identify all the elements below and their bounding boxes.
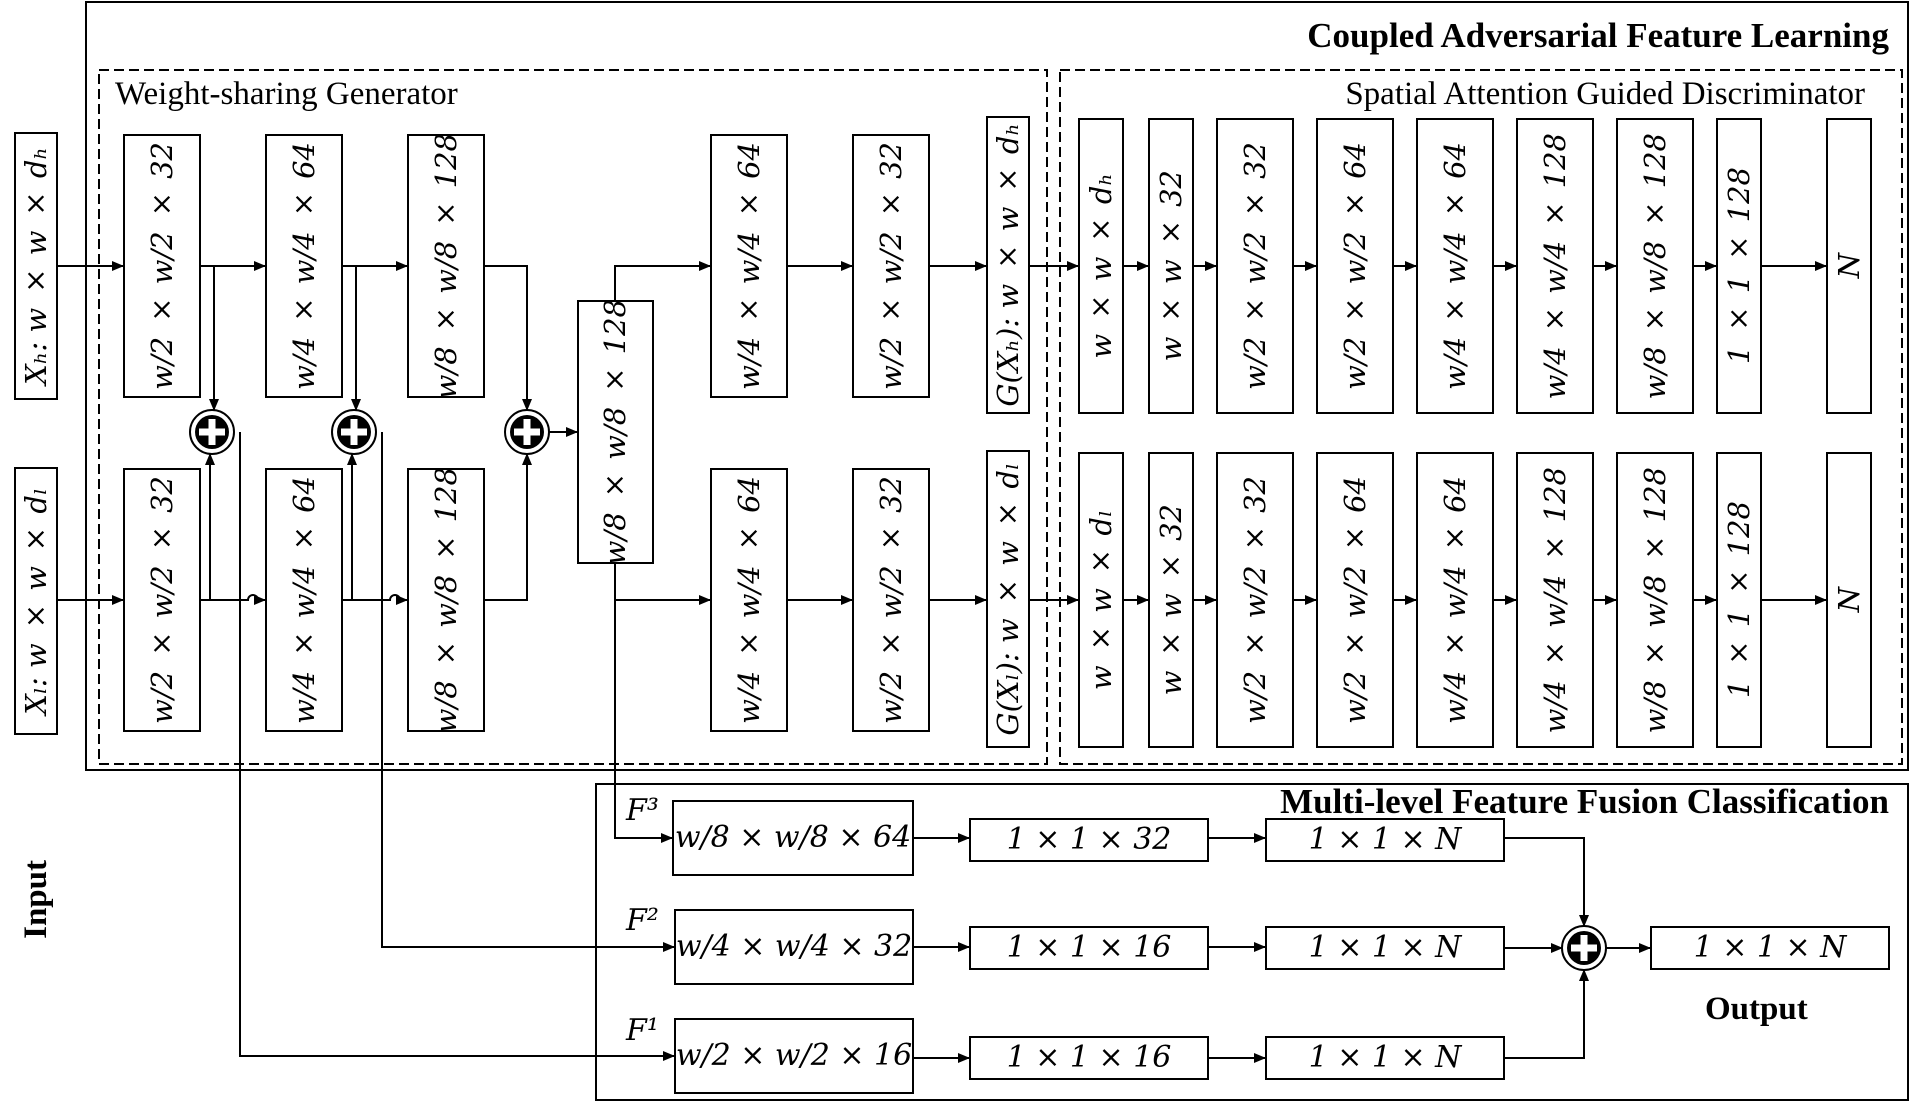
adder-level2-icon-plus-h — [341, 428, 367, 436]
gen-top-e2-box: w/4 × w/4 × 64 — [265, 134, 343, 398]
arrow-top-e3-to-adder3 — [485, 265, 532, 411]
adder-fusion-icon-plus-h — [1571, 944, 1597, 952]
arrow-bottom-e3-to-adder3 — [485, 453, 532, 601]
disc-top-box-6: w/4 × w/4 × 128 — [1516, 118, 1594, 414]
gen-bottom-e2-box: w/4 × w/4 × 64 — [265, 468, 343, 732]
arrow-mid-to-bottom-decoder — [614, 564, 711, 605]
disc-top-box-9: N — [1826, 118, 1872, 414]
fusion-r2-box-1: w/4 × w/4 × 32 — [674, 909, 914, 985]
disc-bottom-box-6: w/4 × w/4 × 128 — [1516, 452, 1594, 748]
fusion-frame — [595, 783, 1909, 1101]
gen-bottom-e3-box: w/8 × w/8 × 128 — [407, 468, 485, 732]
disc-bottom-box-7: w/8 × w/8 × 128 — [1616, 452, 1694, 748]
output-label: Output — [1705, 991, 1808, 1027]
disc-top-box-1: w × w × dₕ — [1078, 118, 1124, 414]
fusion-r3-box-1: w/8 × w/8 × 64 — [672, 800, 914, 876]
disc-top-box-8: 1 × 1 × 128 — [1716, 118, 1762, 414]
input-xl-box: Xₗ: w × w × dₗ — [14, 467, 58, 735]
gen-top-d1-box: w/2 × w/2 × 32 — [852, 134, 930, 398]
f3-label: F³ — [626, 793, 659, 828]
generator-dashed-frame — [98, 69, 1048, 765]
disc-top-box-2: w × w × 32 — [1148, 118, 1194, 414]
disc-top-box-5: w/4 × w/4 × 64 — [1416, 118, 1494, 414]
disc-bottom-box-2: w × w × 32 — [1148, 452, 1194, 748]
disc-bottom-box-4: w/2 × w/2 × 64 — [1316, 452, 1394, 748]
adder-level1-icon-plus-h — [199, 428, 225, 436]
disc-bottom-box-8: 1 × 1 × 128 — [1716, 452, 1762, 748]
gen-top-e1-box: w/2 × w/2 × 32 — [123, 134, 201, 398]
gen-output-gl-box: G(Xₗ): w × w × dₗ — [986, 450, 1030, 748]
arrow-f3-to-fusion — [614, 564, 673, 843]
fusion-output-box: 1 × 1 × N — [1650, 926, 1890, 970]
discriminator-dashed-frame — [1059, 69, 1903, 765]
arrow-mid-to-top-decoder — [614, 261, 711, 300]
gen-shared-mid-box: w/8 × w/8 × 128 — [577, 300, 654, 564]
disc-top-box-3: w/2 × w/2 × 32 — [1216, 118, 1294, 414]
fusion-r2-box-2: 1 × 1 × 16 — [969, 926, 1209, 970]
fusion-r3-box-2: 1 × 1 × 32 — [969, 818, 1209, 862]
disc-top-box-7: w/8 × w/8 × 128 — [1616, 118, 1694, 414]
adder-level3-icon-plus-h — [514, 428, 540, 436]
gen-bottom-d1-box: w/2 × w/2 × 32 — [852, 468, 930, 732]
arrow-f1-to-fusion — [239, 432, 675, 1061]
f2-label: F² — [626, 903, 659, 938]
input-label: Input — [18, 860, 54, 939]
arrow-r1-to-adder — [1505, 969, 1589, 1059]
gen-bottom-e1-box: w/2 × w/2 × 32 — [123, 468, 201, 732]
gen-bottom-d2-box: w/4 × w/4 × 64 — [710, 468, 788, 732]
disc-top-box-4: w/2 × w/2 × 64 — [1316, 118, 1394, 414]
arrow-bottom-e1-e2 — [201, 594, 266, 605]
disc-bottom-box-9: N — [1826, 452, 1872, 748]
gen-top-d2-box: w/4 × w/4 × 64 — [710, 134, 788, 398]
coupled-section-title: Coupled Adversarial Feature Learning — [1307, 16, 1889, 55]
fusion-r1-box-2: 1 × 1 × 16 — [969, 1036, 1209, 1080]
generator-section-title: Weight-sharing Generator — [115, 76, 458, 112]
arrow-r3-to-adder — [1505, 837, 1589, 927]
fusion-r1-box-1: w/2 × w/2 × 16 — [674, 1018, 914, 1094]
fusion-section-title: Multi-level Feature Fusion Classificatio… — [1280, 782, 1889, 821]
disc-bottom-box-3: w/2 × w/2 × 32 — [1216, 452, 1294, 748]
arrow-f2-to-fusion — [381, 432, 675, 952]
fusion-r3-box-3: 1 × 1 × N — [1265, 818, 1505, 862]
fusion-r2-box-3: 1 × 1 × N — [1265, 926, 1505, 970]
input-xh-box: Xₕ: w × w × dₕ — [14, 132, 58, 400]
disc-bottom-box-5: w/4 × w/4 × 64 — [1416, 452, 1494, 748]
coupled-frame — [85, 1, 1909, 771]
disc-bottom-box-1: w × w × dₗ — [1078, 452, 1124, 748]
gen-top-e3-box: w/8 × w/8 × 128 — [407, 134, 485, 398]
fusion-r1-box-3: 1 × 1 × N — [1265, 1036, 1505, 1080]
discriminator-section-title: Spatial Attention Guided Discriminator — [1345, 76, 1865, 112]
f1-label: F¹ — [626, 1013, 659, 1048]
gen-output-gh-box: G(Xₕ): w × w × dₕ — [986, 116, 1030, 414]
arrow-bottom-e2-e3 — [343, 594, 408, 605]
